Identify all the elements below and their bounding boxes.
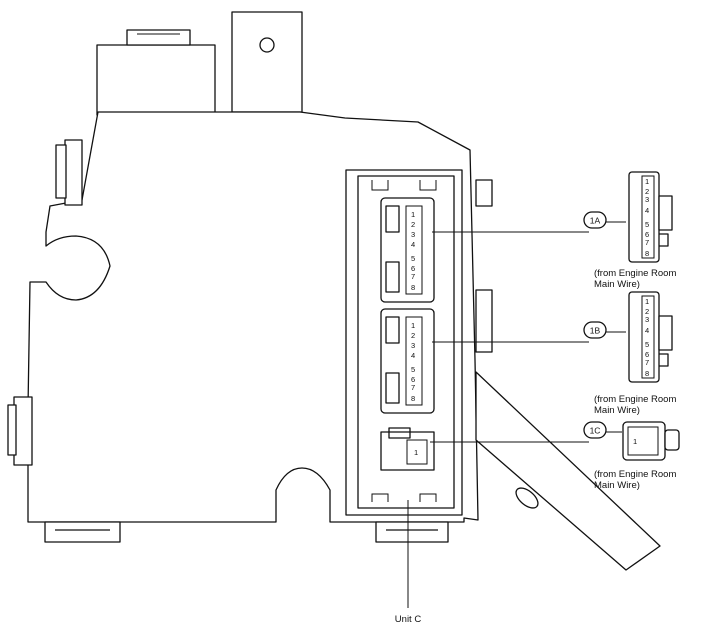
mating-1A-pin: 2: [645, 187, 649, 196]
socket-1A-pin: 6: [411, 264, 415, 273]
socket-1B-pin: 5: [411, 365, 415, 374]
mating-1A-pin: 1: [645, 177, 649, 186]
socket-1A-pin: 2: [411, 220, 415, 229]
socket-1B-pin: 7: [411, 383, 415, 392]
mating-1A-pin: 7: [645, 238, 649, 247]
mating-1A-pin: 5: [645, 220, 649, 229]
socket-1B: [380, 308, 435, 414]
mating-1B-pin: 6: [645, 350, 649, 359]
note-line: Main Wire): [594, 405, 640, 416]
mating-1C-pin: 1: [633, 437, 637, 446]
callout-1C: 1C: [583, 421, 607, 439]
mating-1B-pin: 5: [645, 340, 649, 349]
socket-1A-pin: 1: [411, 210, 415, 219]
socket-1A: [380, 197, 435, 303]
mating-connector-1C: [622, 421, 680, 461]
socket-1C: [380, 427, 435, 471]
note-1C: (from Engine Room Main Wire): [594, 469, 676, 491]
mating-1B-pin: 2: [645, 307, 649, 316]
socket-1B-pin: 1: [411, 321, 415, 330]
note-line: (from Engine Room: [594, 268, 676, 279]
mating-1A-pin: 4: [645, 206, 649, 215]
callout-1B: 1B: [583, 321, 607, 339]
note-line: Main Wire): [594, 480, 640, 491]
socket-1A-pin: 7: [411, 272, 415, 281]
mating-1B-pin: 8: [645, 369, 649, 378]
socket-1B-pin: 6: [411, 375, 415, 384]
leader-lines: [407, 221, 626, 608]
callout-label: 1C: [590, 426, 601, 436]
socket-1B-pins: 1 2 3 4 5 6 7 8: [411, 321, 415, 403]
note-line: (from Engine Room: [594, 469, 676, 480]
socket-1A-pin: 3: [411, 230, 415, 239]
junction-block-housing: [7, 11, 661, 571]
mating-1B-pin: 1: [645, 297, 649, 306]
note-line: (from Engine Room: [594, 394, 676, 405]
callout-1A: 1A: [583, 211, 607, 229]
socket-1A-pins: 1 2 3 4 5 6 7 8: [411, 210, 415, 292]
mating-1B-pin: 3: [645, 315, 649, 324]
mating-1B-pin: 7: [645, 358, 649, 367]
socket-1B-pin: 4: [411, 351, 415, 360]
callout-label: 1B: [590, 326, 601, 336]
connector-bay: [345, 169, 463, 516]
mating-1A-pin: 8: [645, 249, 649, 258]
socket-1B-pin: 8: [411, 394, 415, 403]
mating-connector-1B-pins: 1 2 3 4 5 6 7 8: [645, 297, 649, 378]
mating-1A-pin: 6: [645, 230, 649, 239]
socket-1A-pin: 8: [411, 283, 415, 292]
socket-1B-pin: 3: [411, 341, 415, 350]
mating-connector-1B: [628, 291, 673, 383]
socket-1C-pin: 1: [414, 448, 418, 457]
mating-1A-pin: 3: [645, 195, 649, 204]
note-line: Main Wire): [594, 279, 640, 290]
mating-connector-1A: [628, 171, 673, 263]
note-1A: (from Engine Room Main Wire): [594, 268, 676, 290]
unit-label: Unit C: [395, 614, 422, 625]
socket-1A-pin: 5: [411, 254, 415, 263]
mating-connector-1A-pins: 1 2 3 4 5 6 7 8: [645, 177, 649, 258]
note-1B: (from Engine Room Main Wire): [594, 394, 676, 416]
socket-1B-pin: 2: [411, 331, 415, 340]
socket-1A-pin: 4: [411, 240, 415, 249]
mating-1B-pin: 4: [645, 326, 649, 335]
callout-label: 1A: [590, 216, 601, 226]
